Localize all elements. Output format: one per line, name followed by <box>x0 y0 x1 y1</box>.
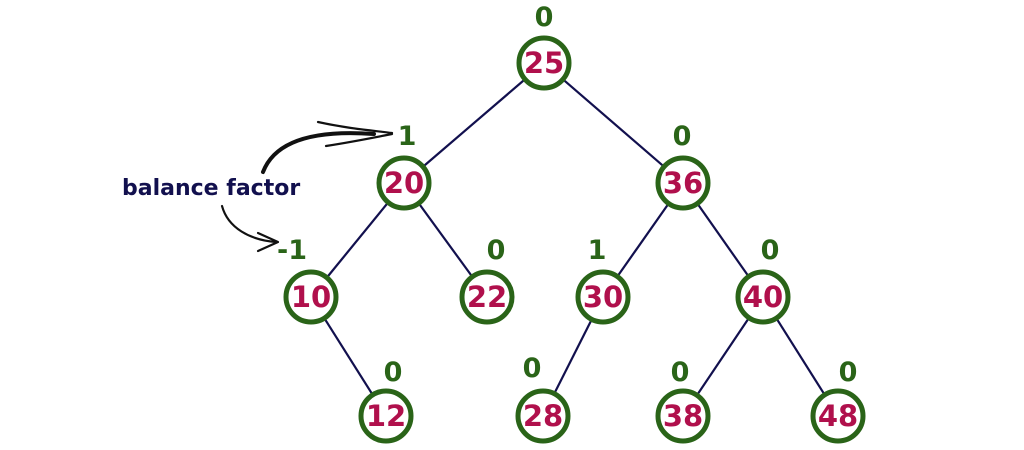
node-value: 20 <box>384 166 424 200</box>
node-ring <box>516 35 572 91</box>
tree-edge-36-30 <box>616 202 670 278</box>
node-ring <box>655 155 711 211</box>
lower-arrow-icon <box>220 204 280 253</box>
upper-arrow-icon <box>261 120 394 174</box>
node-value: 36 <box>663 166 703 200</box>
tree-edge-20-10 <box>325 201 390 279</box>
tree-edge-10-12 <box>323 317 374 396</box>
node-ring <box>810 388 866 444</box>
tree-node-25: 250 <box>516 2 572 91</box>
tree-node-10: 10-1 <box>277 235 339 325</box>
node-value: 30 <box>583 280 623 314</box>
tree-node-12: 120 <box>358 357 414 444</box>
tree-edge-25-20 <box>422 78 526 168</box>
tree-node-38: 380 <box>655 357 711 444</box>
balance-factor-annotation: balance factor <box>122 120 394 253</box>
tree-edge-20-22 <box>417 202 474 278</box>
node-balance-factor: 0 <box>839 357 858 388</box>
node-ring <box>515 388 571 444</box>
node-balance-factor: 0 <box>761 235 780 266</box>
node-balance-factor: 1 <box>398 121 417 152</box>
node-ring <box>358 388 414 444</box>
node-balance-factor: 1 <box>588 235 607 266</box>
node-balance-factor: 0 <box>523 353 542 384</box>
tree-node-36: 360 <box>655 121 711 211</box>
node-value: 28 <box>523 399 563 433</box>
node-ring <box>376 155 432 211</box>
tree-edge-30-28 <box>553 318 593 395</box>
node-value: 40 <box>743 280 783 314</box>
node-ring <box>735 269 791 325</box>
tree-node-28: 280 <box>515 353 571 444</box>
node-value: 38 <box>663 399 703 433</box>
node-value: 10 <box>291 280 331 314</box>
node-value: 48 <box>818 399 858 433</box>
node-balance-factor: -1 <box>277 235 307 266</box>
tree-edges <box>323 78 826 396</box>
node-balance-factor: 0 <box>535 2 554 33</box>
tree-node-22: 220 <box>459 235 515 325</box>
node-balance-factor: 0 <box>671 357 690 388</box>
balance-factor-label: balance factor <box>122 176 300 201</box>
node-ring <box>655 388 711 444</box>
node-ring <box>459 269 515 325</box>
node-balance-factor: 0 <box>487 235 506 266</box>
tree-edge-36-40 <box>696 202 750 278</box>
tree-node-40: 400 <box>735 235 791 325</box>
tree-node-20: 201 <box>376 121 432 211</box>
node-value: 25 <box>524 46 564 80</box>
tree-edge-40-38 <box>696 317 750 396</box>
tree-node-30: 301 <box>575 235 631 325</box>
tree-edge-25-36 <box>562 78 665 168</box>
node-value: 22 <box>467 280 507 314</box>
node-ring <box>283 269 339 325</box>
tree-edge-40-48 <box>775 317 826 396</box>
tree-node-48: 480 <box>810 357 866 444</box>
node-ring <box>575 269 631 325</box>
node-balance-factor: 0 <box>384 357 403 388</box>
node-value: 12 <box>366 399 406 433</box>
node-balance-factor: 0 <box>673 121 692 152</box>
